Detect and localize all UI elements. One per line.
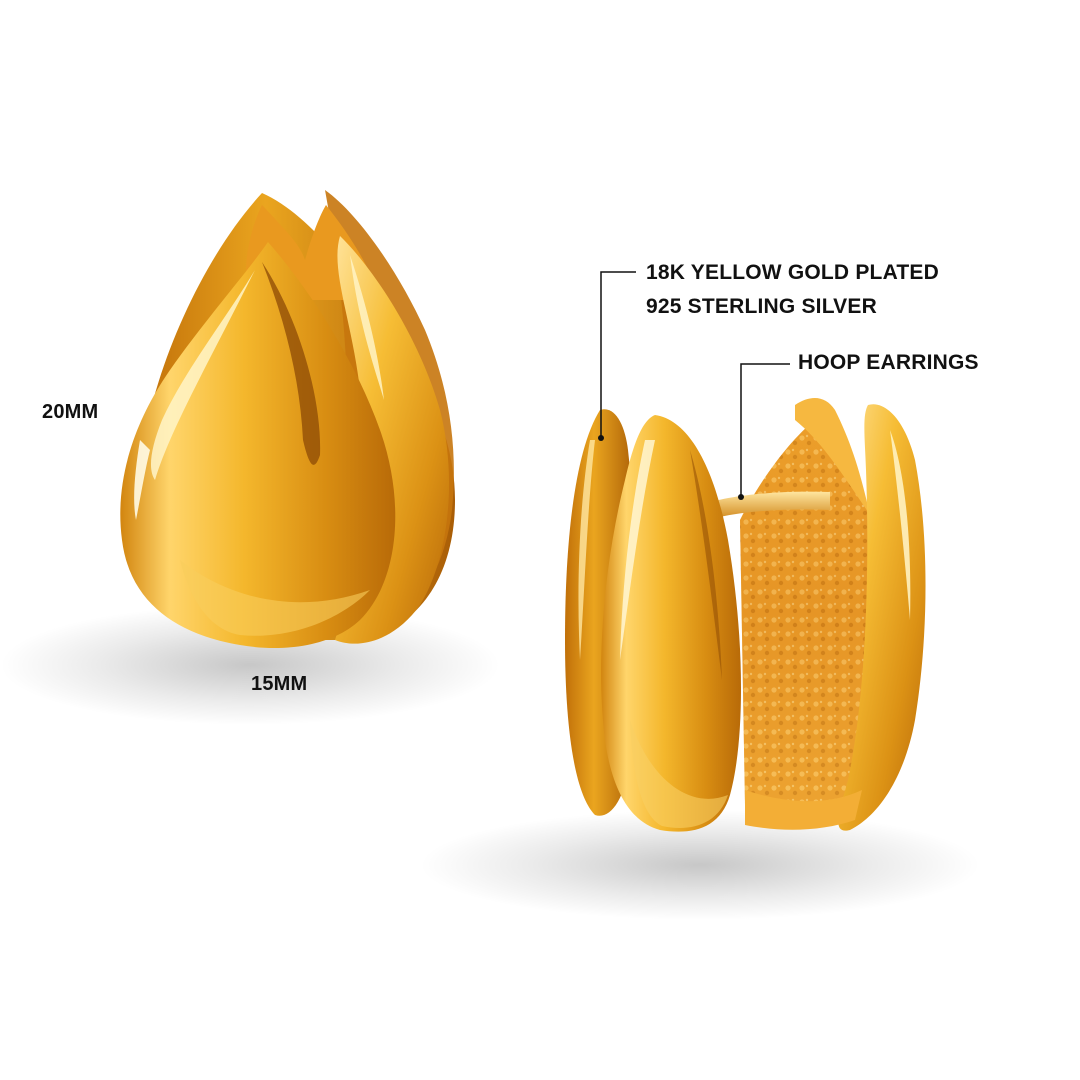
left-earring [120,190,455,649]
type-leader-line [738,363,790,500]
left-earring-front-drop [120,242,396,649]
material-callout-line-1: 18K YELLOW GOLD PLATED [646,261,939,284]
height-dimension-label: 20MM [42,401,99,423]
right-earring [565,398,926,832]
right-earring-hinge [700,491,830,522]
right-earring-shadow [420,810,980,920]
material-leader-line [598,271,636,441]
width-dimension-label: 15MM [251,673,308,695]
product-type-callout: HOOP EARRINGS [798,351,979,374]
material-callout-line-2: 925 STERLING SILVER [646,295,877,318]
